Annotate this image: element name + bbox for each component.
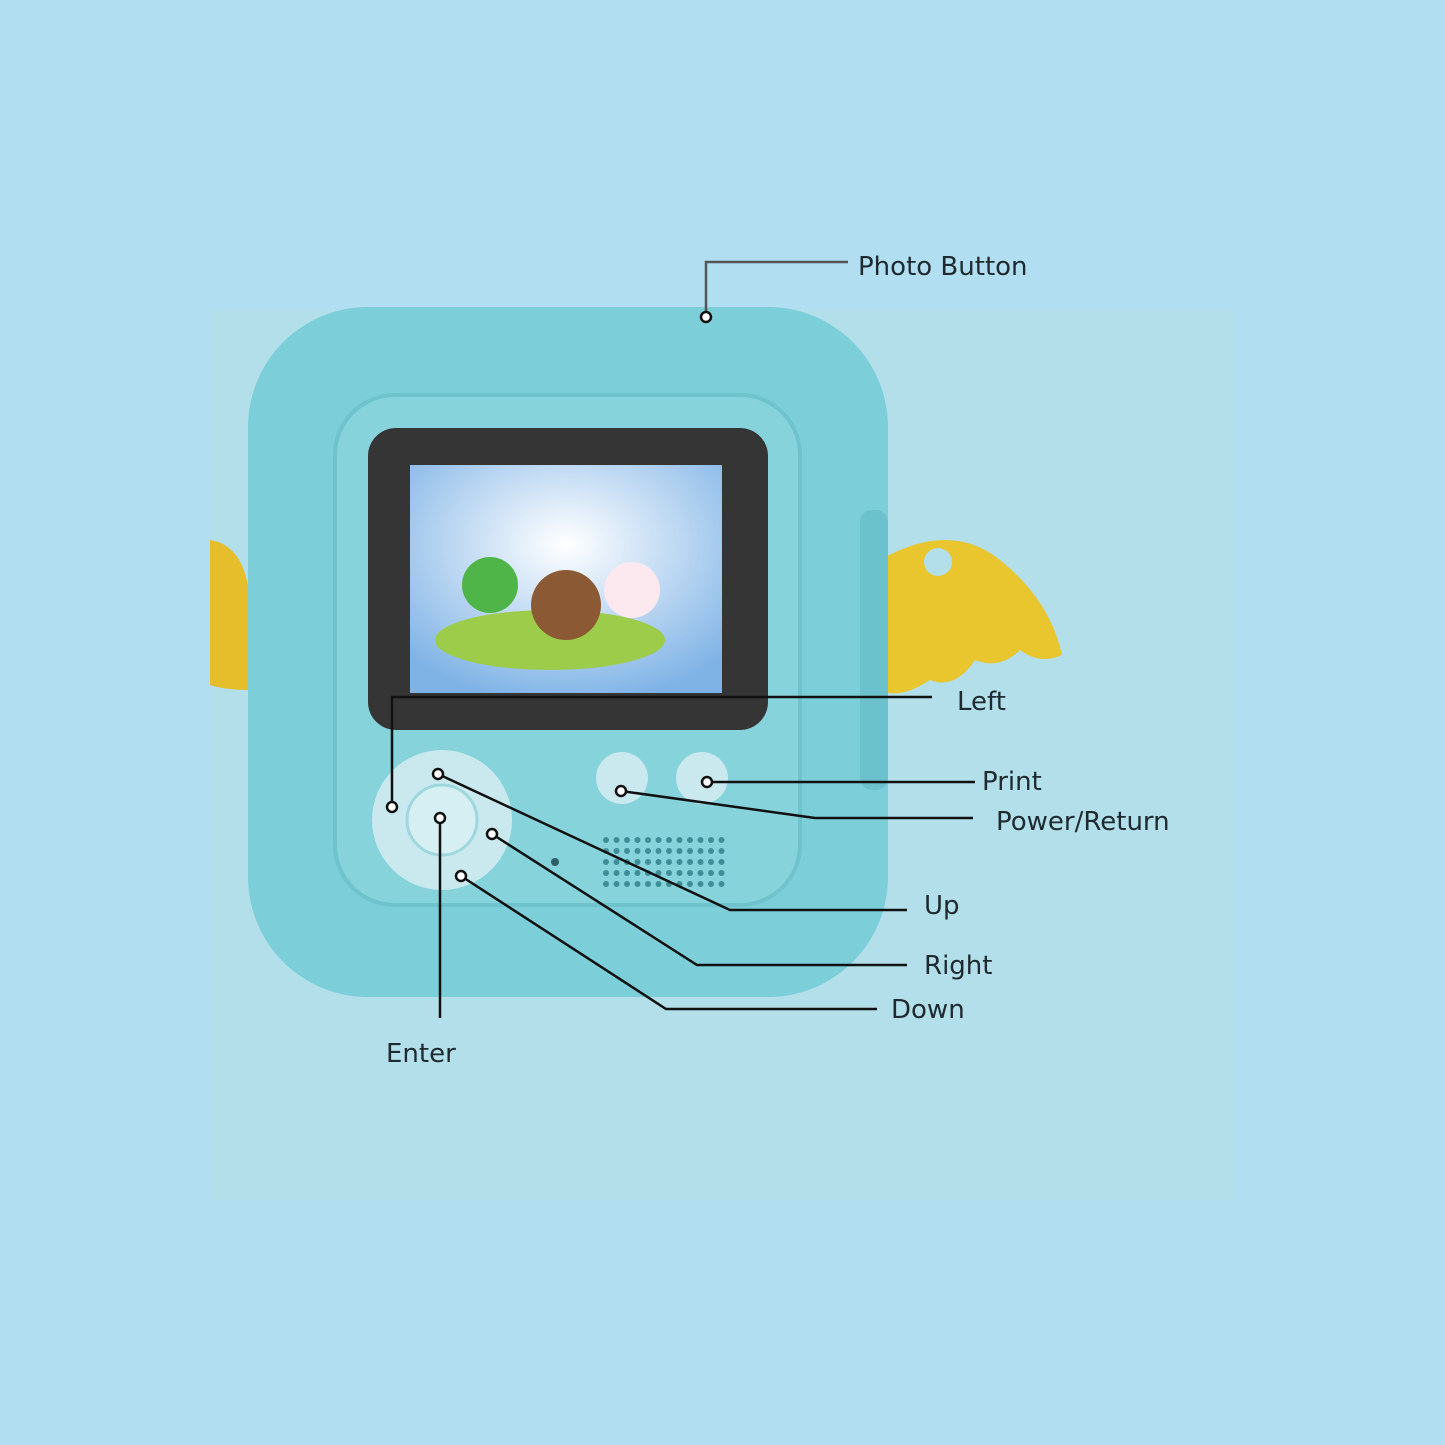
speaker-hole — [645, 859, 651, 865]
speaker-hole — [655, 859, 662, 865]
speaker-hole — [687, 870, 693, 876]
speaker-hole — [718, 848, 725, 854]
screen-grass — [435, 610, 665, 670]
speaker-hole — [697, 848, 704, 854]
speaker-hole — [666, 837, 672, 843]
speaker-hole — [687, 859, 693, 865]
speaker-hole — [666, 870, 672, 876]
print-label: Print — [982, 767, 1042, 797]
speaker-hole — [676, 859, 683, 865]
speaker-hole — [655, 881, 662, 887]
wing-hole — [924, 548, 952, 576]
left-label: Left — [957, 687, 1006, 717]
speaker-hole — [687, 881, 693, 887]
speaker-hole — [687, 837, 693, 843]
speaker-hole — [697, 837, 704, 843]
speaker-hole — [676, 837, 683, 843]
photo-button-callout — [704, 260, 848, 317]
bunny-character — [604, 562, 660, 618]
callout-dot — [614, 784, 628, 798]
side-slot — [860, 510, 888, 790]
speaker-hole — [624, 848, 630, 854]
speaker-hole — [613, 870, 620, 876]
speaker-hole — [676, 848, 683, 854]
callout-dot — [454, 869, 468, 883]
callout-dot — [433, 811, 447, 825]
speaker-hole — [613, 837, 620, 843]
speaker-hole — [624, 870, 630, 876]
speaker-hole — [624, 881, 630, 887]
speaker-hole — [718, 870, 725, 876]
power-return-button[interactable] — [596, 752, 648, 804]
enter-label: Enter — [386, 1039, 456, 1069]
left-callout — [390, 695, 932, 807]
speaker-hole — [634, 859, 641, 865]
speaker-hole — [655, 848, 662, 854]
speaker-hole — [697, 870, 704, 876]
speaker-hole — [634, 881, 641, 887]
speaker-hole — [603, 881, 609, 887]
speaker-hole — [697, 859, 704, 865]
left-wing — [210, 540, 250, 690]
speaker-hole — [718, 837, 725, 843]
speaker-hole — [708, 870, 714, 876]
power-return-label: Power/Return — [996, 807, 1170, 837]
speaker-hole — [613, 859, 620, 865]
speaker-hole — [634, 870, 641, 876]
right-wing — [880, 540, 1062, 694]
callout-dot — [385, 800, 399, 814]
speaker-hole — [655, 870, 662, 876]
dino-character — [462, 557, 518, 613]
speaker-hole — [613, 881, 620, 887]
speaker-hole — [645, 881, 651, 887]
speaker-hole — [603, 870, 609, 876]
speaker-hole — [666, 859, 672, 865]
speaker-hole — [603, 837, 609, 843]
speaker-hole — [624, 837, 630, 843]
bear-character — [531, 570, 601, 640]
speaker-hole — [645, 848, 651, 854]
callout-dot — [700, 775, 714, 789]
speaker-hole — [718, 859, 725, 865]
speaker-hole — [708, 837, 714, 843]
speaker-hole — [666, 848, 672, 854]
power-return-callout — [620, 789, 973, 820]
speaker-hole — [697, 881, 704, 887]
right-callout — [491, 832, 907, 967]
microphone-hole — [551, 858, 559, 866]
speaker-hole — [613, 848, 620, 854]
up-callout — [437, 772, 907, 912]
speaker-hole — [708, 848, 714, 854]
speaker-hole — [634, 837, 641, 843]
speaker-hole — [603, 859, 609, 865]
speaker-grille — [603, 837, 725, 887]
speaker-hole — [645, 837, 651, 843]
down-label: Down — [891, 995, 965, 1025]
callout-dot — [431, 767, 445, 781]
print-button[interactable] — [676, 752, 728, 804]
speaker-hole — [655, 837, 662, 843]
up-label: Up — [924, 891, 960, 921]
speaker-hole — [676, 870, 683, 876]
speaker-hole — [718, 881, 725, 887]
photo-button-label: Photo Button — [858, 252, 1028, 282]
speaker-hole — [708, 859, 714, 865]
down-callout — [460, 874, 877, 1011]
callout-dot — [485, 827, 499, 841]
right-label: Right — [924, 951, 993, 981]
callout-dot — [699, 310, 713, 324]
speaker-hole — [634, 848, 641, 854]
speaker-hole — [687, 848, 693, 854]
speaker-hole — [708, 881, 714, 887]
